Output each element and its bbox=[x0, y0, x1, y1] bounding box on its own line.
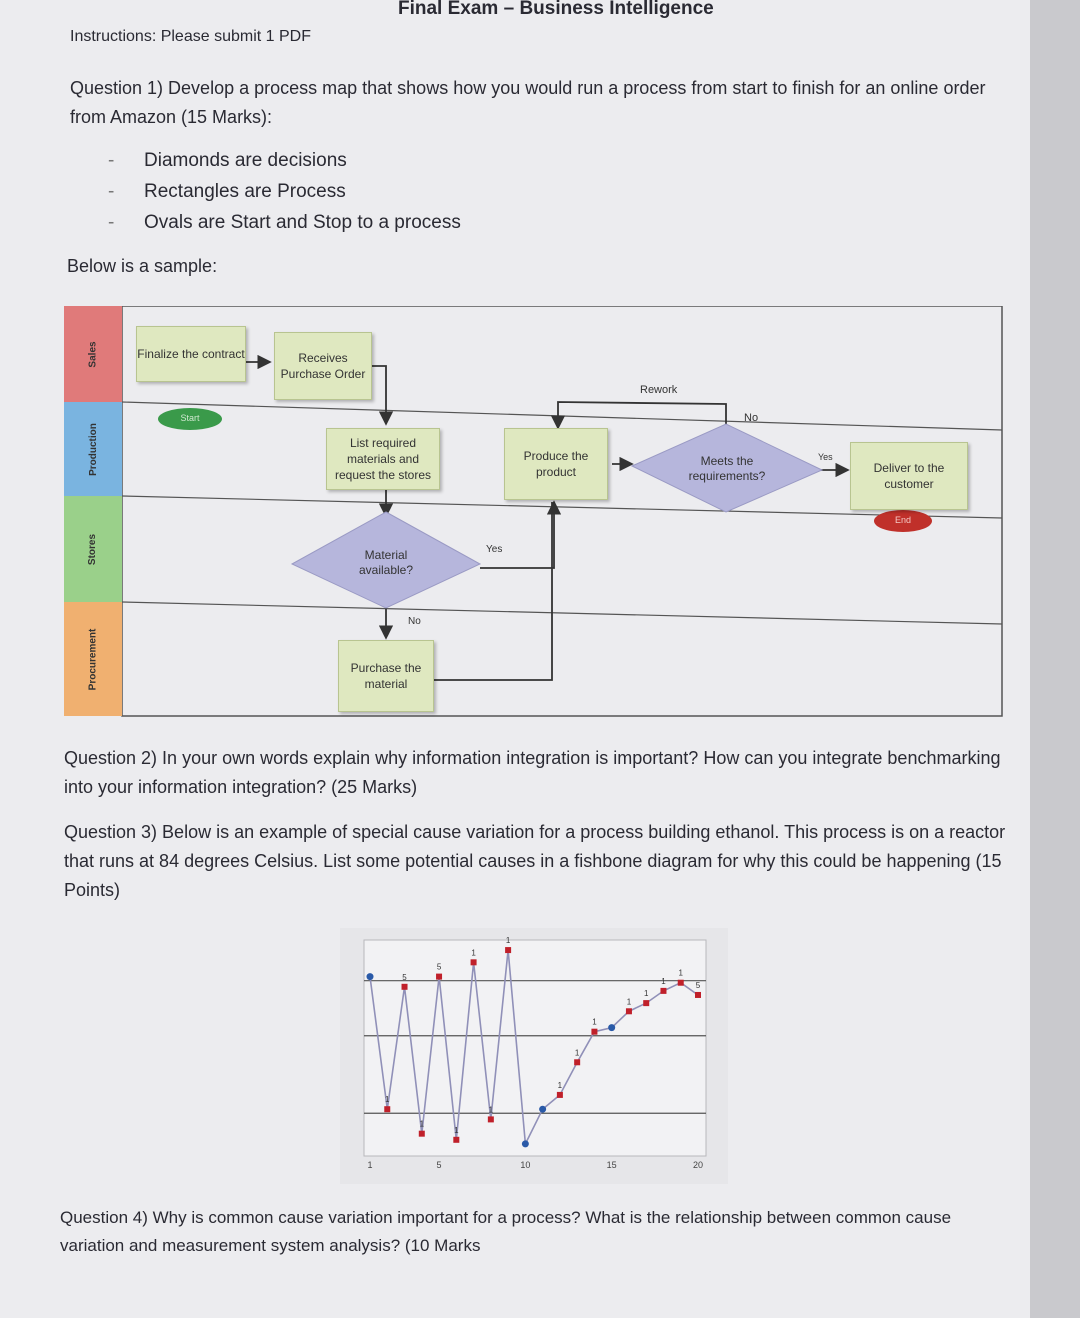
x-tick-label: 20 bbox=[693, 1160, 703, 1170]
start-oval bbox=[158, 408, 222, 430]
decision-meets-requirements-shape bbox=[630, 423, 824, 513]
edge-label-yes-mid: Yes bbox=[486, 544, 503, 555]
question-1-text: Question 1) Develop a process map that s… bbox=[70, 78, 986, 127]
edge-label-yes-right: Yes bbox=[818, 452, 833, 462]
data-point-out-of-control bbox=[418, 1130, 425, 1137]
plot-area bbox=[363, 939, 707, 1157]
sample-label: Below is a sample: bbox=[67, 256, 218, 276]
x-tick-label: 15 bbox=[607, 1160, 617, 1170]
point-flag-label: 1 bbox=[506, 936, 511, 945]
point-flag-label: 1 bbox=[627, 997, 632, 1006]
end-oval bbox=[874, 510, 932, 532]
process-deliver-customer: Deliver to the customer bbox=[850, 442, 968, 510]
bullet-text: Ovals are Start and Stop to a process bbox=[144, 212, 461, 233]
lane-sales: Sales bbox=[64, 306, 122, 402]
data-point-out-of-control bbox=[556, 1091, 563, 1098]
bullet-text: Diamonds are decisions bbox=[144, 150, 347, 171]
data-point-out-of-control bbox=[487, 1116, 494, 1123]
question-4-text: Question 4) Why is common cause variatio… bbox=[60, 1208, 952, 1255]
question-3-text: Question 3) Below is an example of speci… bbox=[64, 822, 1006, 900]
data-point-out-of-control bbox=[574, 1059, 581, 1066]
point-flag-label: 1 bbox=[644, 989, 649, 998]
data-point-out-of-control bbox=[401, 983, 408, 990]
data-point-out-of-control bbox=[643, 1000, 650, 1007]
process-finalize-contract: Finalize the contract bbox=[136, 326, 246, 382]
data-point-out-of-control bbox=[591, 1028, 598, 1035]
point-flag-label: 1 bbox=[454, 1126, 459, 1135]
point-flag-label: 5 bbox=[402, 973, 407, 982]
data-point-out-of-control bbox=[470, 959, 477, 966]
bullet-start-stop: -Ovals are Start and Stop to a process bbox=[108, 212, 461, 233]
bullet-text: Rectangles are Process bbox=[144, 181, 346, 202]
lane-labels: Sales Production Stores Procurement bbox=[64, 306, 122, 716]
point-flag-label: 1 bbox=[661, 977, 666, 986]
point-flag-label: 5 bbox=[696, 981, 701, 990]
process-map: Sales Production Stores Procurement Fina… bbox=[64, 306, 1004, 738]
page-edge bbox=[1030, 0, 1080, 1318]
data-point-out-of-control bbox=[625, 1008, 632, 1015]
data-point-out-of-control bbox=[505, 947, 512, 954]
edge-label-rework: Rework bbox=[640, 384, 678, 396]
data-point-out-of-control bbox=[384, 1106, 391, 1113]
data-point-out-of-control bbox=[453, 1136, 460, 1143]
process-list-materials: List required materials and request the … bbox=[326, 428, 440, 490]
instructions-text: Instructions: Please submit 1 PDF bbox=[70, 28, 311, 45]
start-label: Start bbox=[180, 413, 200, 423]
data-point-out-of-control bbox=[660, 987, 667, 994]
question-2-text: Question 2) In your own words explain wh… bbox=[64, 748, 1001, 797]
end-label: End bbox=[894, 515, 911, 525]
lane-production: Production bbox=[64, 402, 122, 496]
decision-material-available-shape bbox=[290, 511, 482, 609]
data-point-out-of-control bbox=[695, 991, 701, 998]
x-tick-label: 1 bbox=[367, 1160, 372, 1170]
data-point-in-control bbox=[608, 1024, 616, 1032]
point-flag-label: 5 bbox=[437, 963, 442, 972]
lane-stores: Stores bbox=[64, 496, 122, 602]
process-produce-product: Produce the product bbox=[504, 428, 608, 500]
process-purchase-material: Purchase the material bbox=[338, 640, 434, 712]
lane-procurement: Procurement bbox=[64, 602, 122, 716]
edge-label-no-bottom: No bbox=[408, 616, 421, 627]
data-point-out-of-control bbox=[436, 973, 443, 980]
decision-material-available-label: Material available? bbox=[358, 548, 414, 577]
point-flag-label: 1 bbox=[592, 1018, 597, 1027]
point-flag-label: 1 bbox=[575, 1048, 580, 1057]
point-flag-label: 1 bbox=[420, 1120, 425, 1129]
point-flag-label: 1 bbox=[558, 1081, 563, 1090]
data-point-in-control bbox=[521, 1140, 529, 1148]
bullet-process: -Rectangles are Process bbox=[108, 181, 346, 202]
decision-meets-requirements-label: Meets the requirements? bbox=[688, 454, 766, 483]
edge-label-no-top: No bbox=[744, 412, 759, 424]
x-tick-label: 10 bbox=[520, 1160, 530, 1170]
document-header-title: Final Exam – Business Intelligence bbox=[398, 0, 714, 19]
point-flag-label: 1 bbox=[471, 948, 476, 957]
data-point-in-control bbox=[366, 973, 374, 981]
data-point-out-of-control bbox=[677, 979, 684, 986]
process-receives-order: Receives Purchase Order bbox=[274, 332, 372, 400]
bullet-decisions: -Diamonds are decisions bbox=[108, 150, 347, 171]
point-flag-label: 1 bbox=[385, 1095, 390, 1104]
point-flag-label: 1 bbox=[489, 1105, 494, 1114]
point-flag-label: 1 bbox=[679, 969, 684, 978]
document-page: Final Exam – Business Intelligence Instr… bbox=[0, 0, 1030, 1318]
x-tick-label: 5 bbox=[437, 1160, 442, 1170]
data-point-in-control bbox=[539, 1105, 547, 1113]
